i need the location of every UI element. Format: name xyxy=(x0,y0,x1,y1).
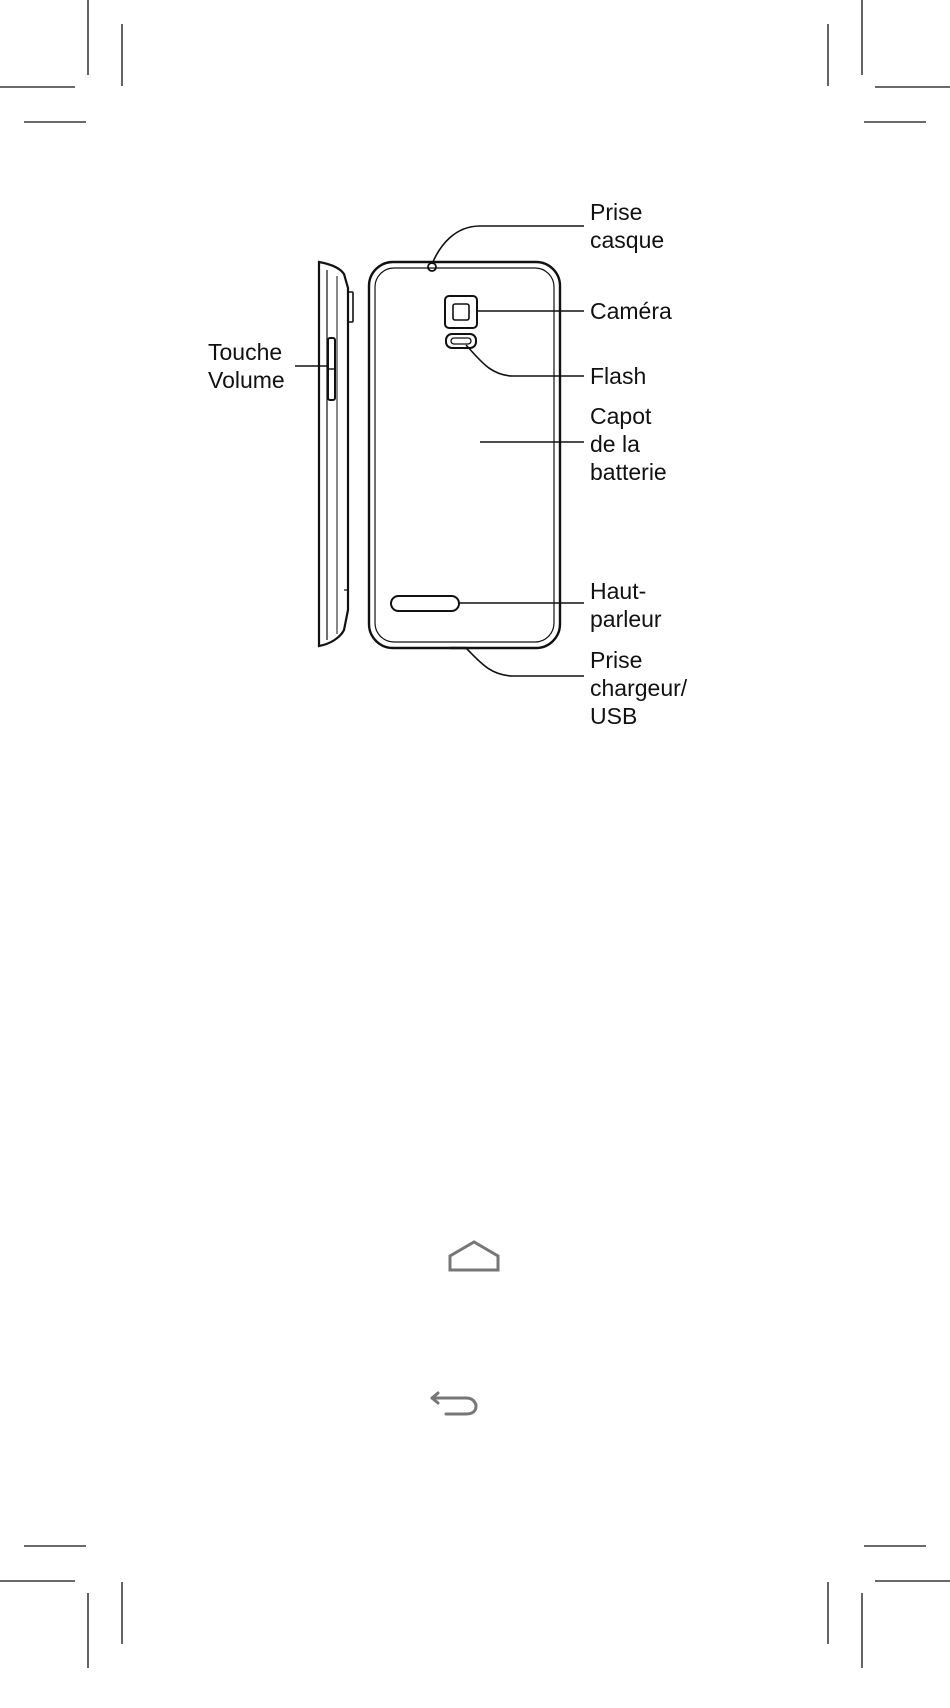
label-volume-key: Touche Volume xyxy=(208,338,285,394)
side-top-button xyxy=(348,292,353,322)
side-body xyxy=(319,262,348,646)
label-charger-usb: Prise chargeur/ USB xyxy=(590,646,687,730)
camera-lens-icon xyxy=(453,304,469,320)
label-flash: Flash xyxy=(590,362,646,390)
label-speaker: Haut- parleur xyxy=(590,577,662,633)
flash-inner-icon xyxy=(451,338,471,344)
camera-icon xyxy=(445,296,477,328)
back-body-inner xyxy=(375,268,554,642)
label-camera: Caméra xyxy=(590,297,672,325)
label-headset-jack: Prise casque xyxy=(590,198,664,254)
crop-marks xyxy=(0,0,950,1668)
phone-side-view xyxy=(319,262,353,646)
headset-jack-icon xyxy=(428,263,436,271)
phone-back-view xyxy=(369,262,560,648)
home-outline-icon xyxy=(450,1242,498,1270)
label-battery-cover: Capot de la batterie xyxy=(590,402,667,486)
leader-headset xyxy=(432,226,584,264)
speaker-grille-icon xyxy=(391,596,459,611)
leader-charger xyxy=(466,648,584,676)
back-arrow-icon xyxy=(432,1393,476,1414)
leader-lines xyxy=(295,226,584,676)
leader-flash xyxy=(466,345,584,376)
